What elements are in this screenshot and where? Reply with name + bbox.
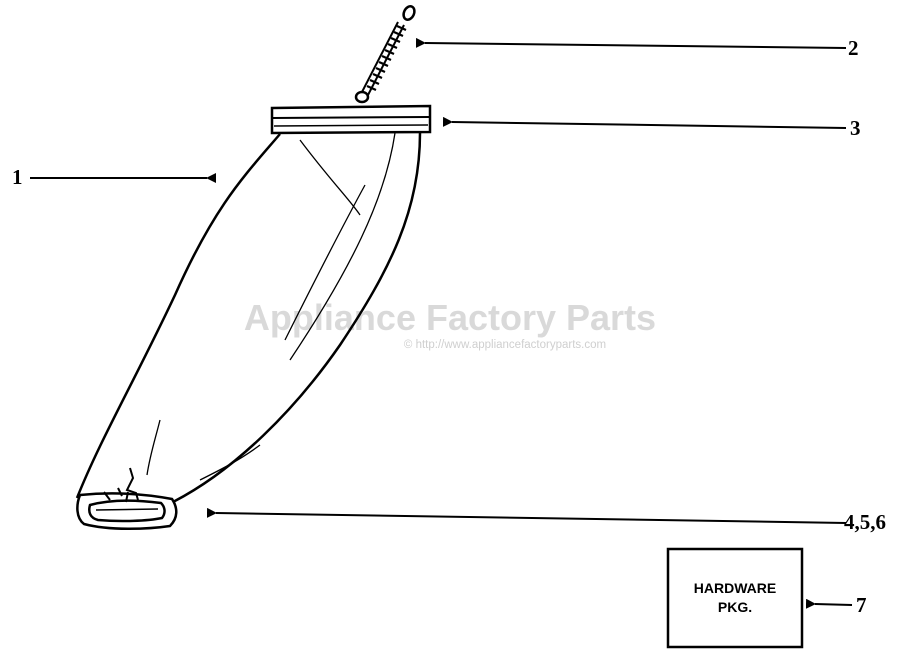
callout-1-label: 1 bbox=[12, 165, 23, 189]
watermark-title: Appliance Factory Parts bbox=[244, 297, 656, 338]
bottom-fitting-part bbox=[76, 487, 178, 530]
watermark-subtitle: © http://www.appliancefactoryparts.com bbox=[404, 339, 606, 351]
hardware-box-line1: HARDWARE bbox=[694, 580, 776, 596]
callout-2-label: 2 bbox=[848, 36, 859, 60]
callout-2: 2 bbox=[415, 36, 859, 60]
callout-2-arrow bbox=[415, 37, 847, 49]
top-clamp-part bbox=[270, 104, 432, 135]
callout-4-5-6-label: 4,5,6 bbox=[844, 510, 886, 534]
bag-part bbox=[75, 132, 422, 504]
spring-part bbox=[354, 5, 416, 104]
callout-7: 7 bbox=[805, 593, 867, 617]
callout-4-5-6-arrow bbox=[206, 507, 847, 524]
callout-3-arrow bbox=[442, 116, 847, 129]
hardware-package: HARDWARE PKG. bbox=[666, 547, 804, 649]
callout-3: 3 bbox=[442, 116, 861, 140]
hardware-box-line2: PKG. bbox=[718, 599, 752, 615]
callout-1: 1 bbox=[12, 165, 216, 189]
callout-7-arrow bbox=[805, 598, 853, 609]
callout-7-label: 7 bbox=[856, 593, 867, 617]
callout-4-5-6: 4,5,6 bbox=[206, 507, 886, 534]
hardware-box bbox=[666, 547, 804, 649]
callout-3-label: 3 bbox=[850, 116, 861, 140]
